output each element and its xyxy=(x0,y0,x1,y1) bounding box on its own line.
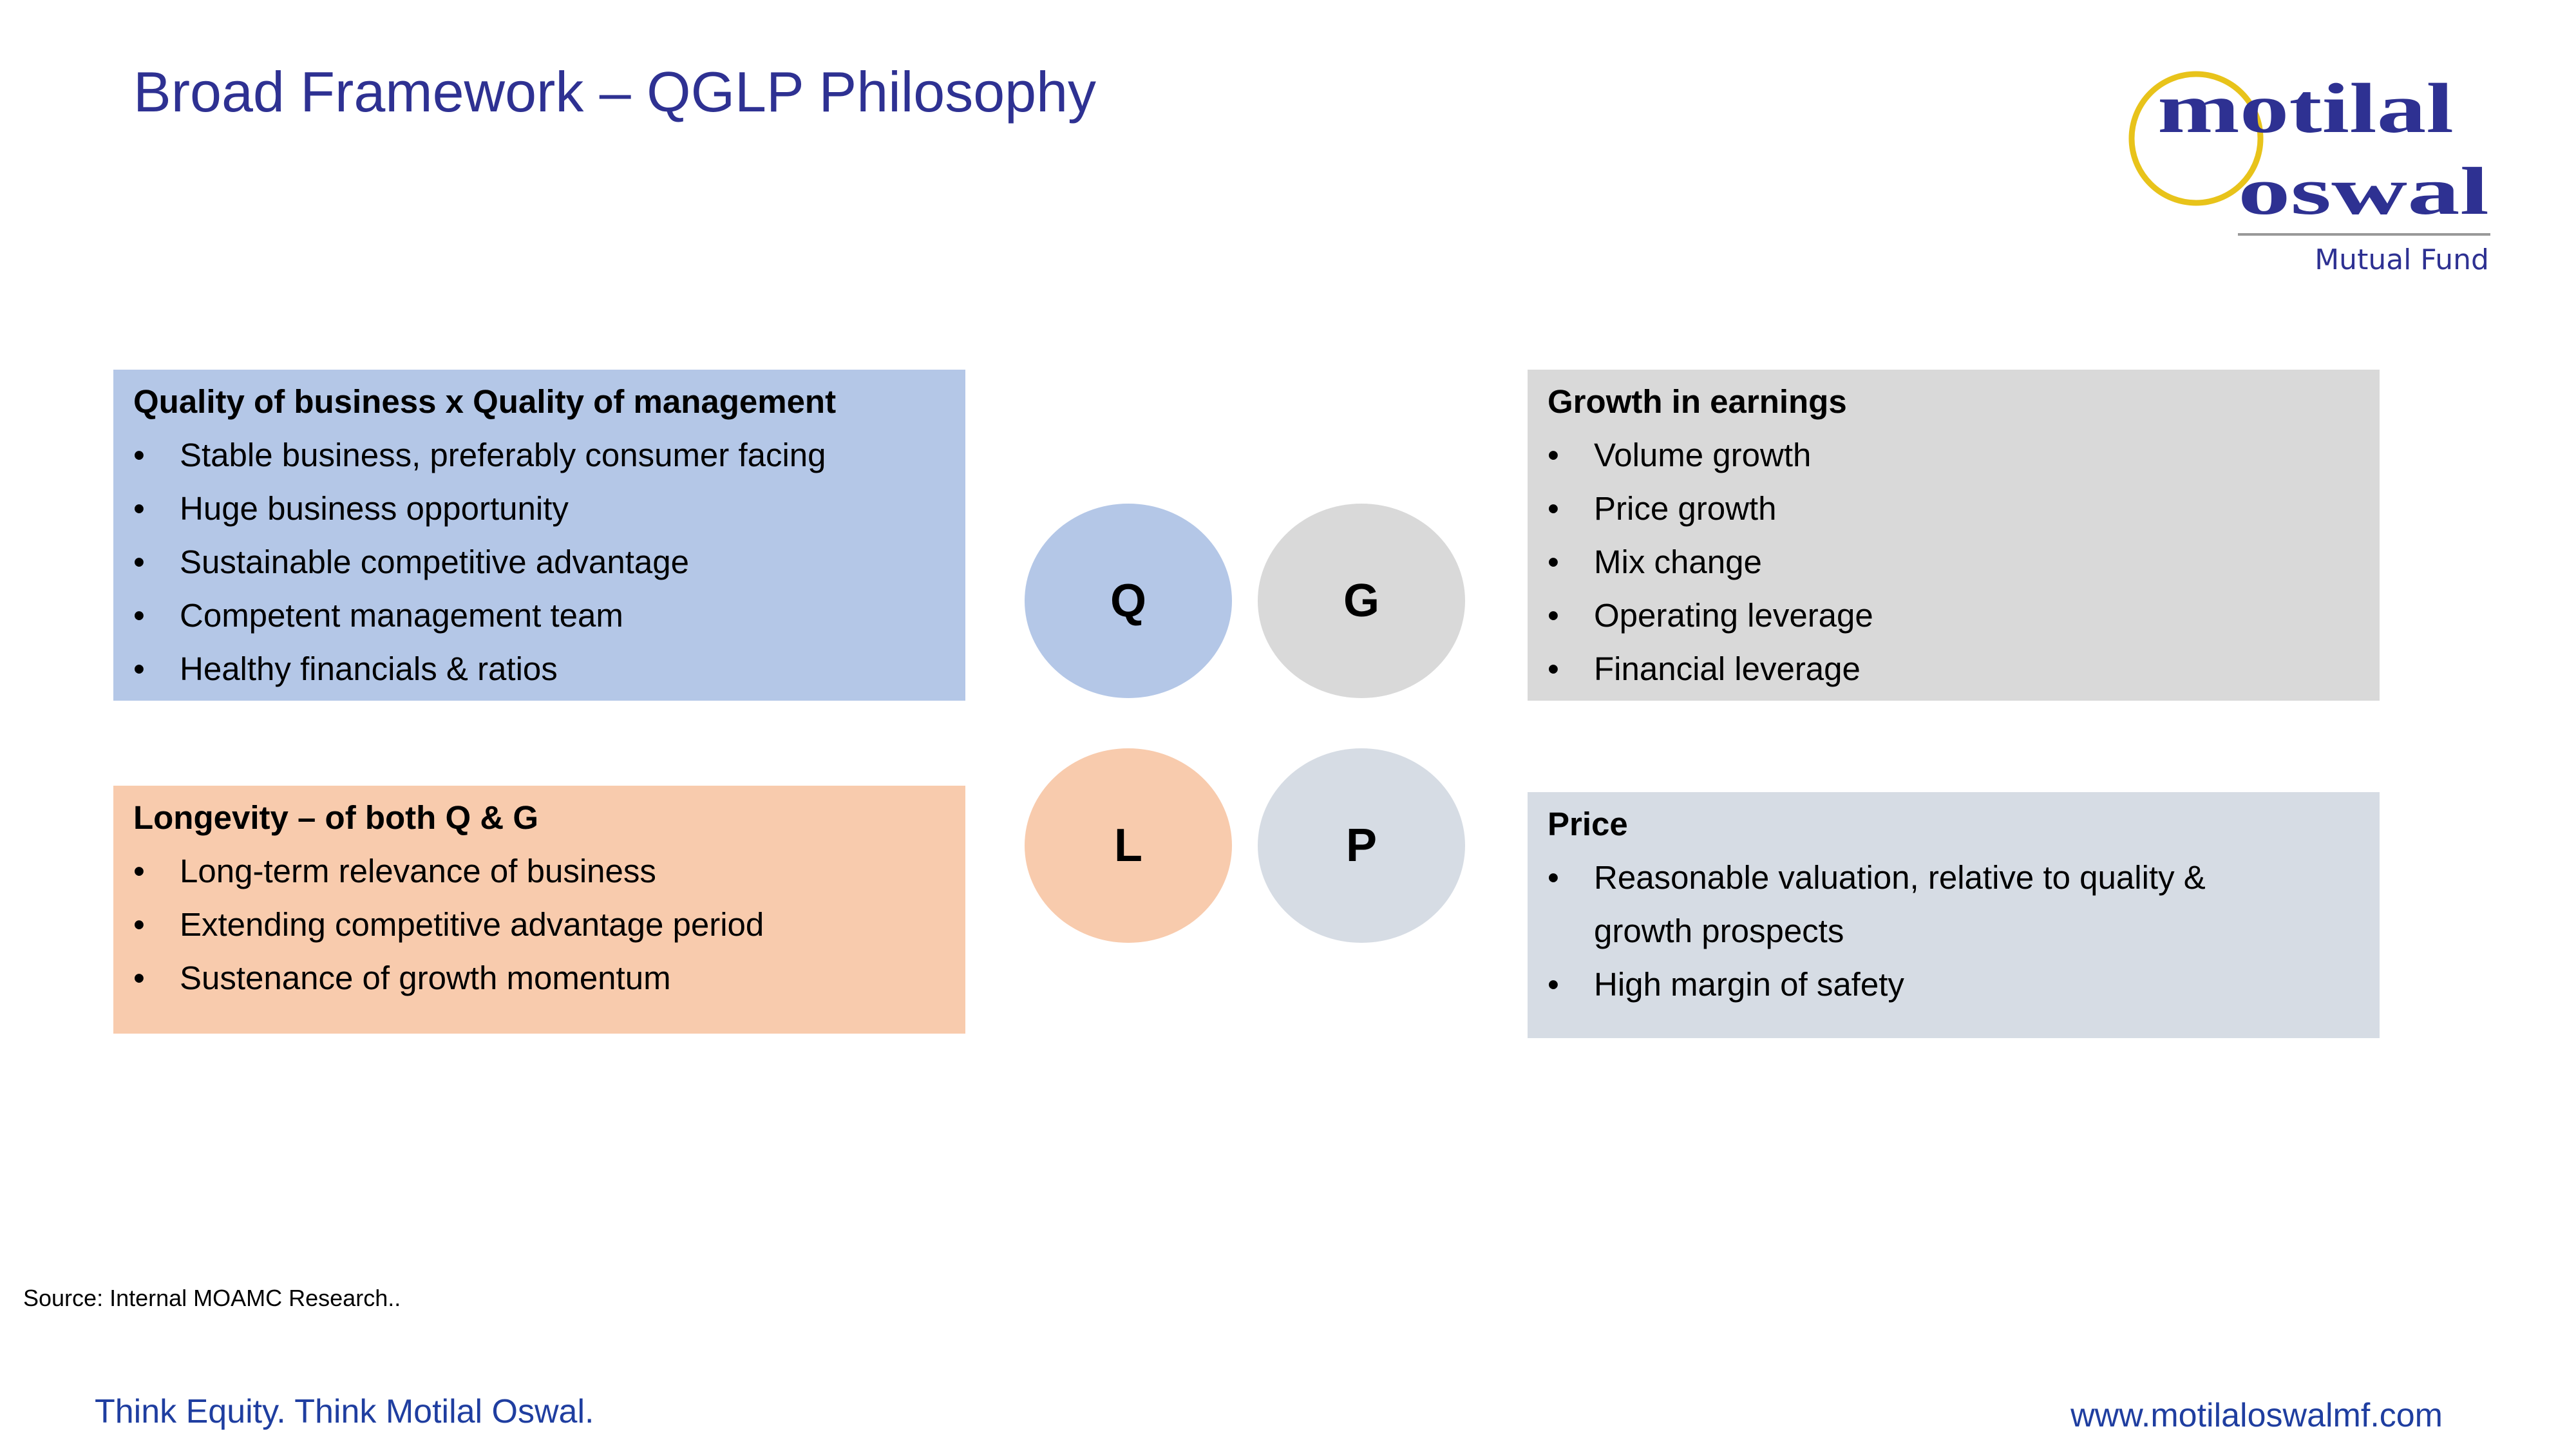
list-item: •Mix change xyxy=(1548,544,1762,580)
list-item: •Healthy financials & ratios xyxy=(133,650,558,687)
list-item: •Long-term relevance of business xyxy=(133,853,656,889)
footer-website-link[interactable]: www.motilaloswalmf.com xyxy=(2070,1397,2443,1434)
price-heading: Price xyxy=(1548,806,1628,842)
list-item: •Huge business opportunity xyxy=(133,490,569,527)
footer-tagline: Think Equity. Think Motilal Oswal. xyxy=(95,1393,594,1430)
svg-text:Mutual Fund: Mutual Fund xyxy=(2315,243,2489,276)
circle-p: P xyxy=(1258,748,1465,943)
list-item-continuation: growth prospects xyxy=(1594,913,1844,949)
list-item: •Sustainable competitive advantage xyxy=(133,544,690,580)
list-item: •Extending competitive advantage period xyxy=(133,906,764,943)
svg-text:oswal: oswal xyxy=(2238,153,2489,229)
growth-box: Growth in earnings •Volume growth •Price… xyxy=(1528,370,2380,701)
circle-g: G xyxy=(1258,504,1465,698)
circle-l: L xyxy=(1025,748,1232,943)
list-item: •Competent management team xyxy=(133,597,623,634)
quality-heading: Quality of business x Quality of managem… xyxy=(133,383,837,420)
quality-box: Quality of business x Quality of managem… xyxy=(113,370,965,701)
growth-heading: Growth in earnings xyxy=(1548,383,1847,420)
longevity-box: Longevity – of both Q & G •Long-term rel… xyxy=(113,786,965,1034)
list-item: •Operating leverage xyxy=(1548,597,1873,634)
list-item: •Volume growth xyxy=(1548,437,1812,473)
longevity-heading: Longevity – of both Q & G xyxy=(133,799,538,836)
svg-text:motilal: motilal xyxy=(2157,69,2454,147)
list-item: •Sustenance of growth momentum xyxy=(133,960,671,996)
motilal-oswal-logo: motilal oswal Mutual Fund xyxy=(2125,64,2518,277)
list-item: •Price growth xyxy=(1548,490,1777,527)
list-item: •Reasonable valuation, relative to quali… xyxy=(1548,859,2206,896)
list-item: •High margin of safety xyxy=(1548,966,1904,1003)
page-title: Broad Framework – QGLP Philosophy xyxy=(133,60,1097,124)
price-box: Price •Reasonable valuation, relative to… xyxy=(1528,792,2380,1038)
source-note: Source: Internal MOAMC Research.. xyxy=(23,1285,401,1311)
list-item: •Stable business, preferably consumer fa… xyxy=(133,437,826,473)
circle-q: Q xyxy=(1025,504,1232,698)
list-item: •Financial leverage xyxy=(1548,650,1861,687)
